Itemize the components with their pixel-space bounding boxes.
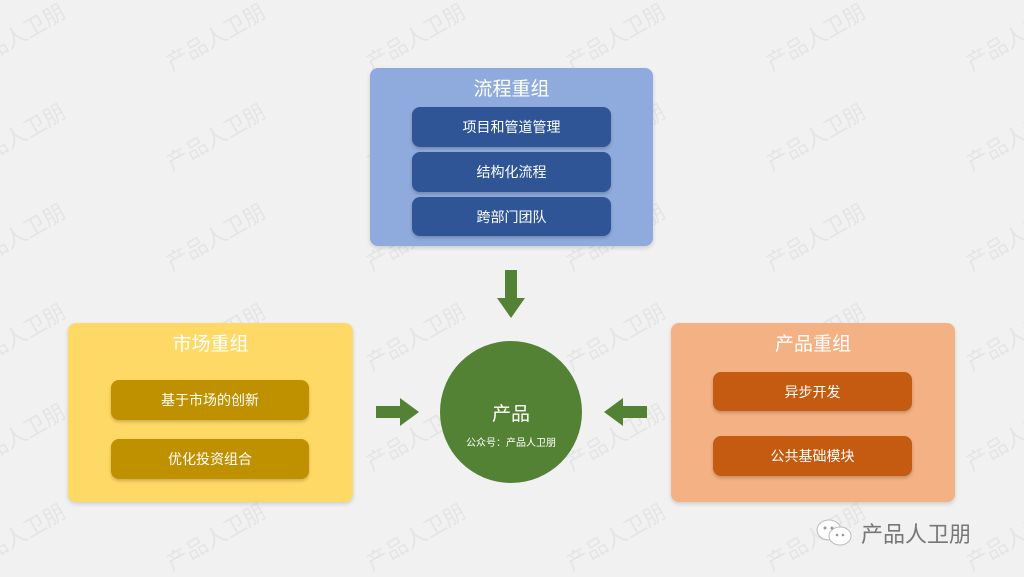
watermark-text: 产品人卫朋 xyxy=(762,0,871,77)
watermark-text: 产品人卫朋 xyxy=(562,499,671,577)
market-reorg-panel: 市场重组 基于市场的创新 优化投资组合 xyxy=(68,323,353,502)
market-item: 优化投资组合 xyxy=(111,439,309,479)
product-item: 公共基础模块 xyxy=(713,436,912,476)
center-title: 产品 xyxy=(491,403,530,425)
watermark-text: 产品人卫朋 xyxy=(162,99,271,177)
product-reorg-panel: 产品重组 异步开发 公共基础模块 xyxy=(671,323,955,502)
product-center-circle: 产品 公众号：产品人卫朋 xyxy=(440,341,582,483)
watermark-text: 产品人卫朋 xyxy=(362,299,471,377)
process-reorg-panel: 流程重组 项目和管道管理 结构化流程 跨部门团队 xyxy=(370,68,653,246)
watermark-text: 产品人卫朋 xyxy=(962,99,1024,177)
watermark-text: 产品人卫朋 xyxy=(962,299,1024,377)
center-subtitle: 公众号：产品人卫朋 xyxy=(466,438,556,449)
process-item: 结构化流程 xyxy=(412,152,611,192)
watermark-text: 产品人卫朋 xyxy=(962,199,1024,277)
watermark-text: 产品人卫朋 xyxy=(362,0,471,77)
watermark-text: 产品人卫朋 xyxy=(162,499,271,577)
arrow-right-icon xyxy=(376,398,419,426)
process-item: 跨部门团队 xyxy=(412,197,611,236)
watermark-text: 产品人卫朋 xyxy=(562,299,671,377)
panel-title: 市场重组 xyxy=(172,333,249,355)
watermark-text: 产品人卫朋 xyxy=(0,499,71,577)
panel-title: 流程重组 xyxy=(473,78,550,100)
footer-brand: 产品人卫朋 xyxy=(815,517,971,549)
watermark-text: 产品人卫朋 xyxy=(962,399,1024,477)
watermark-text: 产品人卫朋 xyxy=(762,199,871,277)
panel-title: 产品重组 xyxy=(774,333,851,355)
watermark-text: 产品人卫朋 xyxy=(0,0,71,77)
watermark-text: 产品人卫朋 xyxy=(762,99,871,177)
brand-name: 产品人卫朋 xyxy=(861,523,972,548)
watermark-text: 产品人卫朋 xyxy=(162,199,271,277)
watermark-text: 产品人卫朋 xyxy=(0,99,71,177)
watermark-text: 产品人卫朋 xyxy=(0,199,71,277)
arrow-left-icon xyxy=(604,398,647,426)
wechat-icon xyxy=(816,519,852,546)
watermark-text: 产品人卫朋 xyxy=(0,299,71,377)
watermark-text: 产品人卫朋 xyxy=(962,0,1024,77)
arrow-down-icon xyxy=(497,270,525,318)
process-item: 项目和管道管理 xyxy=(412,107,611,147)
watermark-text: 产品人卫朋 xyxy=(362,499,471,577)
product-item: 异步开发 xyxy=(713,372,912,411)
watermark-text: 产品人卫朋 xyxy=(562,0,671,77)
watermark-text: 产品人卫朋 xyxy=(0,399,71,477)
watermark-text: 产品人卫朋 xyxy=(162,0,271,77)
market-item: 基于市场的创新 xyxy=(111,380,309,420)
